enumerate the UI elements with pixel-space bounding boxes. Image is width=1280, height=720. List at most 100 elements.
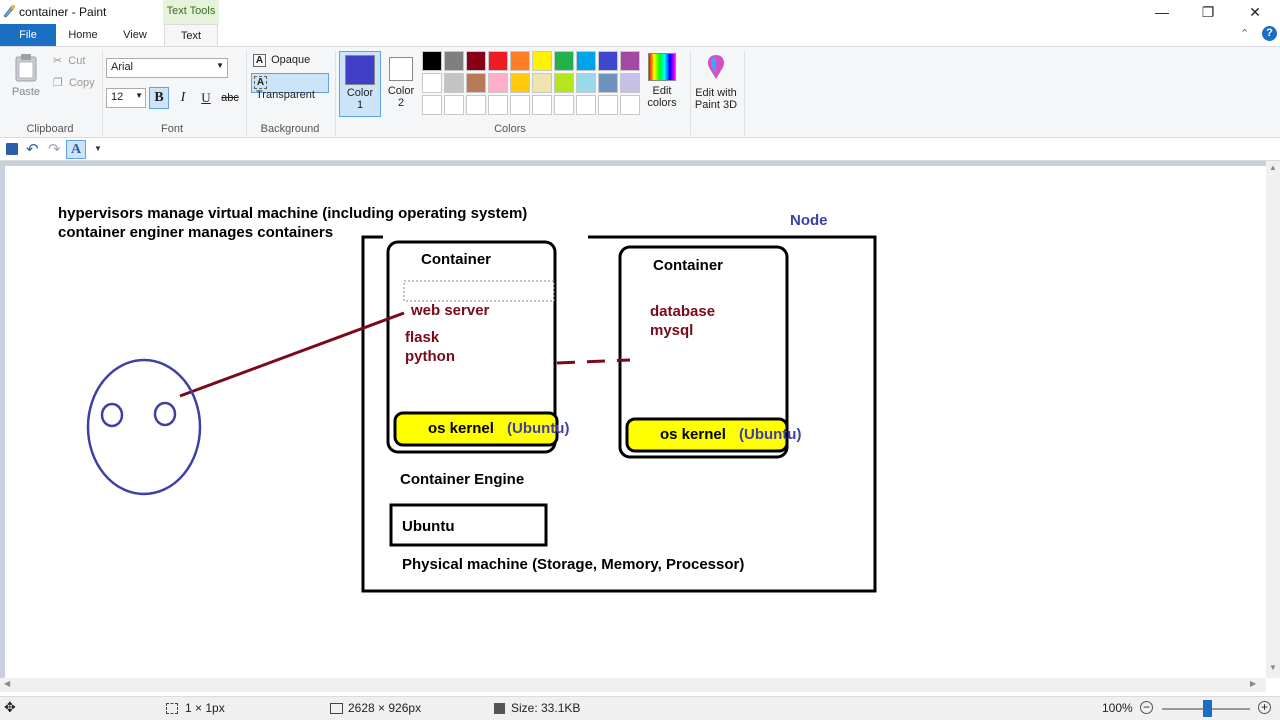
color2-button[interactable]: Color 2 bbox=[383, 51, 419, 117]
palette-swatch[interactable] bbox=[422, 95, 442, 115]
underline-button[interactable]: U bbox=[201, 90, 211, 105]
tab-file[interactable]: File bbox=[0, 24, 56, 46]
palette-swatch[interactable] bbox=[576, 95, 596, 115]
save-icon[interactable] bbox=[6, 143, 18, 155]
vertical-scrollbar[interactable]: ▲ ▼ bbox=[1266, 161, 1280, 678]
font-size-select[interactable]: 12 ▼ bbox=[106, 88, 146, 108]
scroll-right-icon[interactable]: ▶ bbox=[1250, 679, 1257, 688]
copy-icon: ❐ bbox=[53, 77, 63, 89]
font-group-label: Font bbox=[160, 123, 183, 135]
palette-swatch[interactable] bbox=[554, 73, 574, 93]
font-family-select[interactable]: Arial ▼ bbox=[106, 58, 228, 78]
tab-view[interactable]: View bbox=[123, 29, 147, 41]
color1-button[interactable]: Color 1 bbox=[339, 51, 381, 117]
palette-swatch[interactable] bbox=[532, 95, 552, 115]
web-server-text: web server bbox=[411, 302, 490, 319]
palette-swatch[interactable] bbox=[598, 73, 618, 93]
palette-swatch[interactable] bbox=[422, 51, 442, 71]
palette-swatch[interactable] bbox=[466, 73, 486, 93]
palette-swatch[interactable] bbox=[510, 95, 530, 115]
palette-swatch[interactable] bbox=[620, 51, 640, 71]
palette-swatch[interactable] bbox=[466, 95, 486, 115]
edit-with-paint3d-button[interactable]: Edit with Paint 3D bbox=[694, 53, 738, 111]
python-text: python bbox=[405, 348, 455, 364]
minimize-button[interactable]: — bbox=[1155, 4, 1169, 20]
undo-icon[interactable]: ↶ bbox=[26, 141, 39, 158]
palette-swatch[interactable] bbox=[598, 51, 618, 71]
canvas-dimensions: 2628 × 926px bbox=[348, 701, 422, 715]
zoom-slider-handle[interactable] bbox=[1203, 700, 1212, 717]
palette-swatch[interactable] bbox=[510, 73, 530, 93]
edit-colors-button[interactable]: Edit colors bbox=[644, 53, 680, 109]
palette-swatch[interactable] bbox=[422, 73, 442, 93]
quick-access-toolbar: ↶ ↷ A ▼ bbox=[0, 139, 1280, 161]
zoom-out-icon[interactable]: − bbox=[1140, 701, 1153, 714]
scroll-left-icon[interactable]: ◀ bbox=[4, 679, 11, 688]
cut-label: Cut bbox=[68, 55, 86, 67]
container-link-line bbox=[556, 358, 631, 365]
redo-icon[interactable]: ↷ bbox=[48, 141, 61, 158]
palette-swatch[interactable] bbox=[576, 51, 596, 71]
palette-swatch[interactable] bbox=[620, 95, 640, 115]
palette-swatch[interactable] bbox=[444, 95, 464, 115]
palette-swatch[interactable] bbox=[510, 51, 530, 71]
paint3d-label-1: Edit with bbox=[695, 87, 737, 99]
tab-text[interactable]: Text bbox=[164, 24, 218, 46]
horizontal-scrollbar[interactable]: ◀ ▶ bbox=[0, 678, 1266, 692]
italic-button[interactable]: I bbox=[180, 90, 186, 105]
palette-swatch[interactable] bbox=[444, 73, 464, 93]
palette-swatch[interactable] bbox=[488, 51, 508, 71]
ubuntu-box-label: Ubuntu bbox=[402, 518, 455, 535]
ribbon-separator bbox=[335, 51, 336, 135]
scroll-up-icon[interactable]: ▲ bbox=[1269, 163, 1277, 172]
canvas-size-icon bbox=[330, 703, 343, 714]
strikethrough-button[interactable]: abc bbox=[221, 92, 239, 104]
palette-swatch[interactable] bbox=[576, 73, 596, 93]
palette-swatch[interactable] bbox=[444, 51, 464, 71]
drawing-canvas[interactable]: hypervisors manage virtual machine (incl… bbox=[5, 166, 1266, 678]
flask-text: flask bbox=[405, 329, 440, 346]
text-tool-icon[interactable]: A bbox=[66, 140, 86, 159]
selection-icon bbox=[166, 703, 178, 714]
paste-label: Paste bbox=[11, 86, 41, 98]
color2-swatch bbox=[389, 57, 413, 81]
color2-number: 2 bbox=[397, 97, 405, 109]
palette-swatch[interactable] bbox=[620, 73, 640, 93]
palette-swatch[interactable] bbox=[532, 73, 552, 93]
selection-size: 1 × 1px bbox=[185, 701, 225, 715]
user-left-eye bbox=[100, 402, 124, 428]
bold-button[interactable]: B bbox=[149, 87, 169, 109]
close-button[interactable]: ✕ bbox=[1249, 4, 1261, 20]
cut-button[interactable]: ✂ Cut bbox=[53, 54, 85, 67]
zoom-in-icon[interactable]: + bbox=[1258, 701, 1271, 714]
tab-home[interactable]: Home bbox=[68, 29, 98, 41]
palette-swatch[interactable] bbox=[488, 95, 508, 115]
opaque-button[interactable]: A Opaque bbox=[251, 52, 329, 70]
palette-swatch[interactable] bbox=[598, 95, 618, 115]
ribbon-separator bbox=[690, 51, 691, 135]
background-group-label: Background bbox=[260, 123, 320, 135]
transparent-button[interactable]: A Transparent bbox=[251, 73, 329, 101]
palette-swatch[interactable] bbox=[554, 95, 574, 115]
palette-swatch[interactable] bbox=[466, 51, 486, 71]
os-kernel1-box bbox=[393, 411, 559, 447]
palette-swatch[interactable] bbox=[532, 51, 552, 71]
user-to-web-server-line bbox=[179, 311, 405, 398]
copy-button[interactable]: ❐ Copy bbox=[53, 76, 95, 89]
paste-button[interactable]: Paste bbox=[8, 53, 44, 98]
collapse-ribbon-icon[interactable]: ⌃ bbox=[1240, 28, 1250, 40]
text-tools-context-label: Text Tools bbox=[163, 0, 219, 24]
text-selection-box[interactable] bbox=[403, 280, 555, 302]
help-icon[interactable]: ? bbox=[1262, 26, 1277, 41]
move-cursor-icon: ✥ bbox=[4, 699, 16, 715]
mysql-text: mysql bbox=[650, 322, 694, 339]
color1-label: Color bbox=[346, 87, 374, 99]
customize-toolbar-icon[interactable]: ▼ bbox=[94, 144, 102, 153]
restore-button[interactable]: ❐ bbox=[1201, 4, 1215, 20]
user-face bbox=[86, 358, 202, 496]
node-label: Node bbox=[790, 212, 828, 229]
scroll-down-icon[interactable]: ▼ bbox=[1269, 663, 1277, 672]
color1-number: 1 bbox=[356, 99, 364, 111]
palette-swatch[interactable] bbox=[488, 73, 508, 93]
palette-swatch[interactable] bbox=[554, 51, 574, 71]
